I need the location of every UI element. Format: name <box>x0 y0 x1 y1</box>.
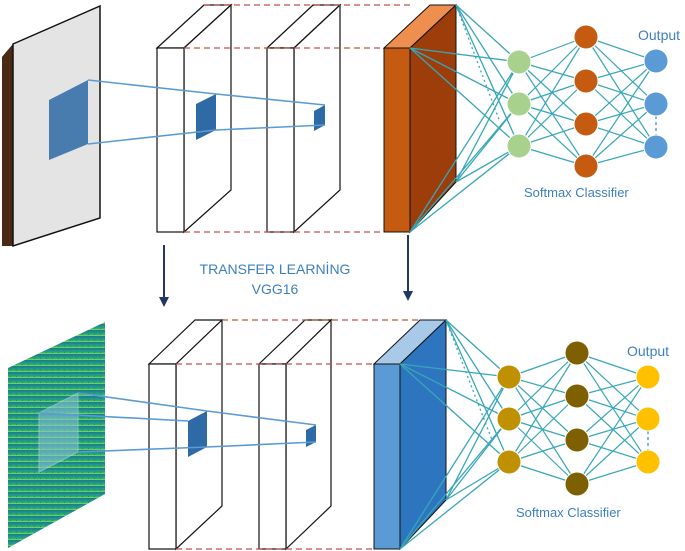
neuron <box>643 134 669 160</box>
neuron <box>506 91 532 117</box>
vgg16-label: VGG16 <box>252 281 299 297</box>
neuron <box>496 449 522 475</box>
neuron <box>643 48 669 74</box>
bottom-hidden-layer-1 <box>496 364 522 475</box>
top-output-label: Output <box>638 27 680 43</box>
neuron <box>635 364 661 390</box>
bottom-output-label: Output <box>627 343 669 359</box>
top-dense-connections <box>518 36 657 167</box>
bottom-pipeline: Output Softmax Classifier <box>8 318 669 551</box>
bottom-classifier-label: Softmax Classifier <box>516 505 621 520</box>
top-feature-map <box>382 3 458 234</box>
bottom-conv-block-2 <box>257 318 333 551</box>
bottom-dense-connections <box>508 352 649 485</box>
top-input-image <box>2 4 101 248</box>
neuron <box>564 471 590 497</box>
neuron <box>564 427 590 453</box>
bottom-conv-block-1 <box>147 318 224 551</box>
top-dashed-connectors <box>184 4 412 233</box>
neuron <box>573 68 599 94</box>
top-conv-block-2 <box>265 3 342 234</box>
top-pipeline: Output Softmax Classifier <box>2 3 680 248</box>
neuron <box>506 133 532 159</box>
top-feature-map-front <box>383 47 411 233</box>
bottom-conv1-front <box>148 363 177 550</box>
neuron <box>564 340 590 366</box>
bottom-conv2-front <box>258 363 287 550</box>
neuron <box>506 49 532 75</box>
top-conv1-front <box>156 47 185 233</box>
transfer-section: TRANSFER LEARNİNG VGG16 <box>159 235 413 307</box>
top-conv1-patch <box>196 94 216 140</box>
neuron <box>496 406 522 432</box>
top-input-frame-side <box>2 44 13 246</box>
bottom-output-layer <box>635 364 661 475</box>
neuron <box>635 406 661 432</box>
bottom-projection-lines <box>38 392 317 453</box>
bottom-feature-map-front <box>373 363 401 550</box>
transfer-learning-label: TRANSFER LEARNİNG <box>200 260 351 277</box>
bottom-input-spectrogram <box>8 322 105 548</box>
neuron <box>573 153 599 179</box>
neuron <box>564 383 590 409</box>
top-output-layer <box>643 48 669 160</box>
bottom-fan-connections <box>399 319 510 550</box>
top-conv-block-1 <box>155 3 233 234</box>
top-hidden-layer-2 <box>573 24 599 179</box>
top-projection-lines <box>87 79 326 145</box>
neuron <box>635 449 661 475</box>
bottom-conv1-patch <box>188 411 207 457</box>
neuron <box>496 364 522 390</box>
top-classifier-label: Softmax Classifier <box>524 185 629 200</box>
top-hidden-layer-1 <box>506 49 532 159</box>
top-input-patch <box>49 80 88 160</box>
top-fan-connections <box>409 4 520 233</box>
neuron <box>573 111 599 137</box>
bottom-feature-map <box>372 318 448 551</box>
neuron <box>573 24 599 50</box>
top-conv2-front <box>266 47 295 233</box>
bottom-dashed-connectors <box>176 319 420 550</box>
bottom-hidden-layer-2 <box>564 340 590 497</box>
neuron <box>643 91 669 117</box>
